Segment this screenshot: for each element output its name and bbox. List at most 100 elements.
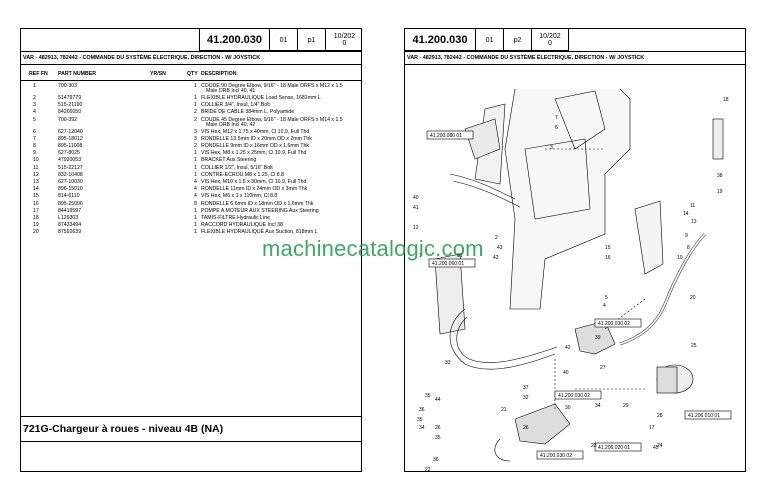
- callout-number: 4: [603, 303, 606, 309]
- header-date-value: 10/202: [539, 33, 561, 40]
- callout-number: 6: [555, 125, 558, 131]
- callout-number: 21: [501, 407, 507, 413]
- ref-box-label: 41.200.030 02: [540, 453, 572, 459]
- divider: [405, 51, 745, 52]
- col-ref: REF FN: [29, 71, 48, 77]
- cell-part-number: 84266050: [58, 109, 82, 116]
- diagram-page-right: 41.200.030 01 p2 10/202 0 VAR - 482913, …: [404, 28, 746, 472]
- valve-assembly-lower: [514, 403, 571, 445]
- callout-number: 29: [623, 403, 629, 409]
- cell-description: VIS Hex, M12 x 1.75 x 40mm, Cl 10.9, Ful…: [201, 128, 310, 135]
- cell-part-number: 87592639: [58, 229, 82, 236]
- divider: [21, 64, 361, 65]
- table-header: REF FN PART NUMBER YR/SN QTY DESCRIPTION: [21, 70, 361, 79]
- cell-qty: 1: [194, 150, 197, 157]
- callout-number: 8: [687, 245, 690, 251]
- cell-description: COUDE 90 Degree Elbow, 9/16" - 18 Male O…: [201, 83, 343, 89]
- exploded-parts-diagram: 41.200.080 01 41.200.060 01 41.200.030 0…: [413, 89, 732, 471]
- ref-box: [536, 450, 584, 460]
- cell-ref: 14: [33, 186, 39, 193]
- cell-description: TAMIS-FILTRE Hydraulic Line: [201, 215, 270, 221]
- divider: [21, 441, 361, 442]
- callout-number: 26: [435, 425, 441, 431]
- callout-number: 44: [435, 397, 441, 403]
- filter-screen: [712, 118, 724, 160]
- cell-qty: 1: [194, 207, 197, 214]
- valve-block-top: [464, 118, 501, 160]
- hose-2: [452, 180, 521, 208]
- cell-part-number: 515-22127: [58, 164, 83, 171]
- cell-ref: 12: [33, 171, 39, 178]
- header-revision: 0: [548, 40, 552, 47]
- callout-number: 27: [600, 365, 606, 371]
- ref-box-label: 41.200.080 01: [430, 133, 462, 139]
- cell-description: RONDELLE 9mm ID x 16mm OD x 1.6mm Thk: [201, 143, 309, 149]
- cell-description: COLLIER 3/4", Insul, 1/4" Bolt: [201, 102, 270, 109]
- cell-part-number: 87433494: [58, 222, 82, 229]
- cell-description: RACCORD HYDRAULIQUE Incl 38: [201, 222, 283, 229]
- cell-part-number: 47920053: [58, 157, 82, 164]
- cell-part-number: 84419597: [58, 207, 82, 214]
- header-date-value: 10/202: [333, 33, 356, 40]
- col-yr-sn: YR/SN: [150, 71, 166, 77]
- callout-number: 3: [550, 145, 553, 151]
- cell-qty: 4: [194, 193, 197, 200]
- cell-part-number: 700-392: [58, 116, 78, 123]
- cell-ref: 19: [33, 222, 39, 229]
- cell-qty: 1: [194, 215, 197, 221]
- header-date: 10/202 0: [325, 29, 361, 51]
- cell-description: CONTRE-ECROU M8 x 1.25, Cl 8.8: [201, 171, 285, 178]
- col-qty: QTY: [187, 71, 198, 77]
- cell-ref: 10: [33, 157, 39, 164]
- callout-number: 35: [435, 435, 441, 441]
- callout-number: 37: [523, 385, 529, 391]
- cell-qty: 3: [194, 135, 197, 142]
- callout-number: 31: [457, 253, 463, 259]
- divider: [405, 64, 745, 65]
- cell-qty: 1: [194, 95, 197, 101]
- callout-number: 9: [685, 233, 688, 239]
- cell-part-number: 627-8025: [58, 150, 80, 157]
- callout-number: 11: [690, 203, 695, 209]
- cell-description: RONDELLE 6.6mm ID x 18mm OD x 1.6mm Thk: [201, 200, 314, 207]
- cell-ref: 11: [33, 164, 39, 171]
- divider: [21, 80, 361, 81]
- machine-model: 721G-Chargeur à roues - niveau 4B (NA): [23, 423, 224, 435]
- page-number: p2: [503, 29, 531, 51]
- section-title: VAR - 482913, 782442 - COMMANDE DU SYSTÈ…: [23, 55, 261, 61]
- header-seq: 01: [269, 29, 297, 51]
- cell-ref: 1: [33, 83, 36, 89]
- cell-ref: 6: [33, 128, 36, 135]
- cell-ref: 20: [33, 229, 39, 236]
- cell-qty: 1: [194, 83, 197, 89]
- cell-description: RONDELLE 13.5mm ID x 20mm OD x 2mm Thk: [201, 135, 312, 142]
- cell-qty: 3: [194, 128, 197, 135]
- ref-box-label: 41.200.030 02: [558, 393, 590, 399]
- callout-number: 14: [683, 211, 689, 217]
- cell-ref: 18: [33, 215, 39, 221]
- callout-number: 17: [649, 425, 655, 431]
- cell-description: BRIDE DE CABLE 384mm L, Polyamide: [201, 109, 295, 116]
- side-panel: [434, 253, 466, 335]
- ref-box: [554, 390, 602, 400]
- callout-number: 5: [605, 295, 608, 301]
- frame-bracket: [554, 90, 606, 150]
- callout-number: 18: [723, 97, 729, 103]
- callout-number: 38: [717, 173, 723, 179]
- callout-number: 15: [605, 245, 611, 251]
- hose-5: [494, 438, 511, 462]
- cell-description: COUDE 45 Degree Elbow, 9/16" - 18 Male O…: [201, 116, 343, 123]
- page-code: 41.200.030: [412, 33, 468, 46]
- cell-description: FLEXIBLE HYDRAULIQUE Load Sense, 1681mm …: [201, 95, 321, 101]
- cell-description: POMPE A MOTEUR AUX STEERING Aux Steering: [201, 207, 319, 214]
- callout-number: 25: [691, 343, 697, 349]
- callout-number: 39: [595, 335, 601, 341]
- callout-number: 43: [497, 245, 503, 251]
- parts-list-page-left: 41.200.030 01 p1 10/202 0 VAR - 482913, …: [20, 28, 362, 472]
- cell-description-cont: Male ORB Incl 40, 42: [206, 121, 256, 128]
- cell-qty: 1: [194, 157, 197, 164]
- divider: [21, 51, 361, 52]
- cell-description: COLLIER 1/2", Insul, 5/16" Bolt: [201, 164, 273, 171]
- cell-description: RONDELLE 11mm ID x 24mm OD x 3mm Thk: [201, 186, 308, 193]
- cell-part-number: 814-6110: [58, 193, 80, 200]
